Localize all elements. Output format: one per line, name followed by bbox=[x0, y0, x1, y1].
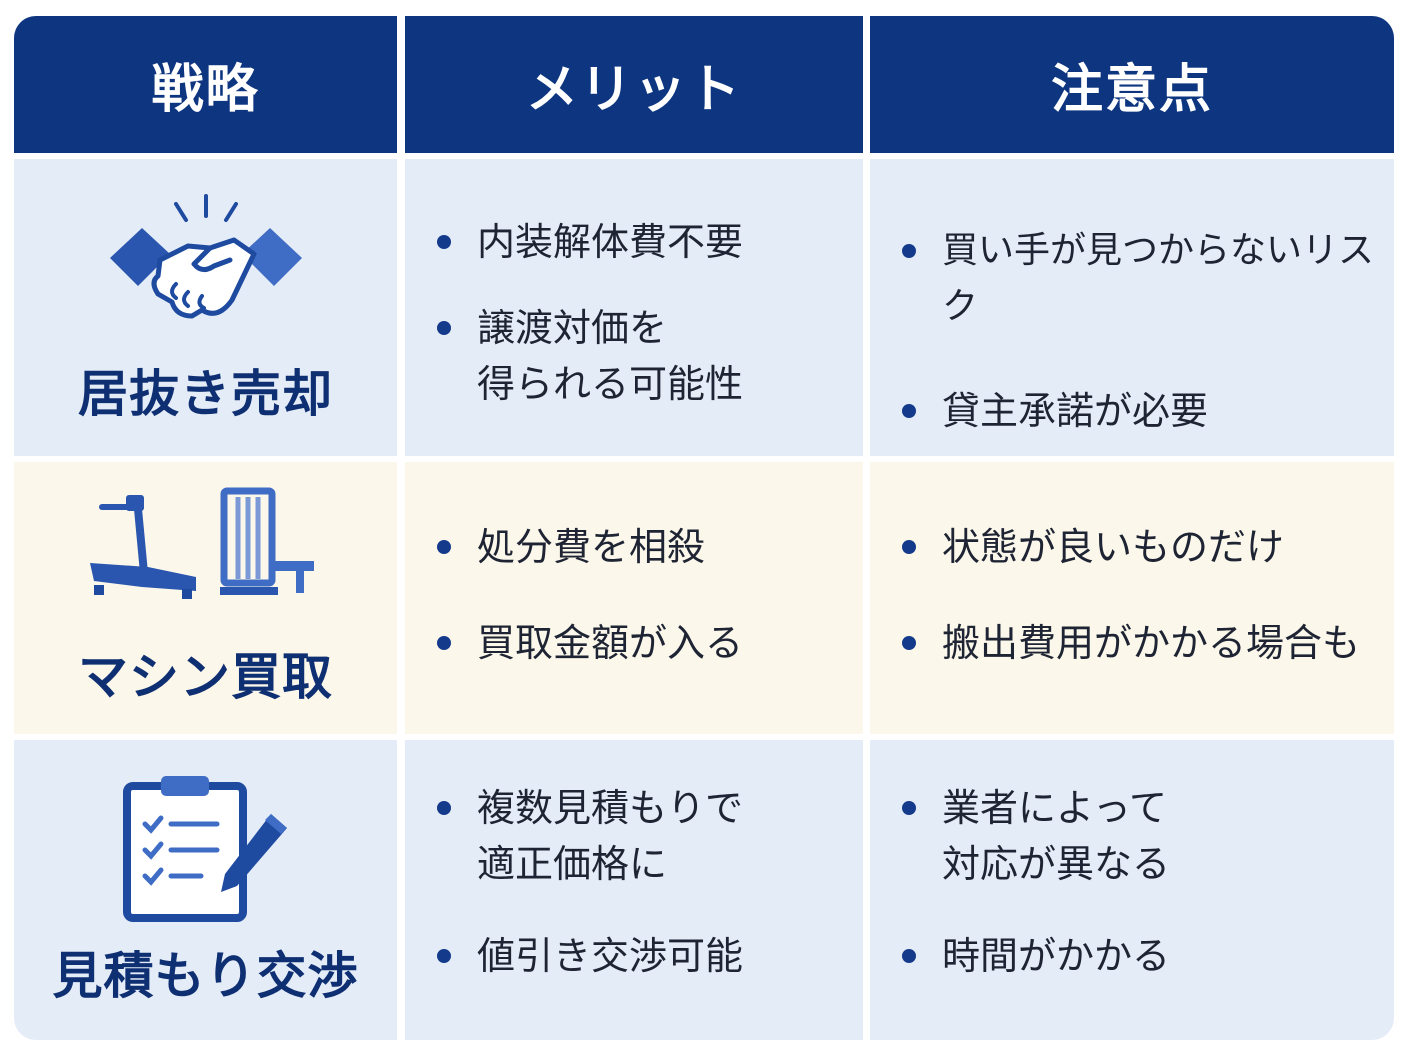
list-item: 買い手が見つからないリスク bbox=[900, 223, 1394, 335]
strategy-name: マシン買取 bbox=[78, 648, 333, 706]
caution-list: 業者によって 対応が異なる 時間がかかる bbox=[900, 780, 1394, 984]
row-3-merit-cell: 複数見積もりで 適正価格に 値引き交渉可能 bbox=[405, 740, 863, 1040]
gym-machine-icon bbox=[89, 487, 314, 599]
comparison-table: 戦略 メリット 注意点 居抜き売却 内装解体費不要 譲渡対価を 得られる可能性 … bbox=[14, 16, 1394, 1040]
caution-list: 状態が良いものだけ 搬出費用がかかる場合も bbox=[900, 519, 1394, 671]
row-2-caution-cell: 状態が良いものだけ 搬出費用がかかる場合も bbox=[870, 462, 1394, 734]
list-item: 複数見積もりで 適正価格に bbox=[435, 780, 857, 892]
list-item: 値引き交渉可能 bbox=[435, 928, 857, 984]
clipboard-pen-icon bbox=[122, 776, 287, 922]
list-item: 業者によって 対応が異なる bbox=[900, 780, 1394, 892]
row-2-merit-cell: 処分費を相殺 買取金額が入る bbox=[405, 462, 863, 734]
list-item: 譲渡対価を 得られる可能性 bbox=[435, 300, 857, 412]
list-item: 内装解体費不要 bbox=[435, 214, 857, 270]
list-item: 状態が良いものだけ bbox=[900, 519, 1394, 575]
strategy-name: 見積もり交渉 bbox=[52, 947, 359, 1005]
row-1-strategy-cell: 居抜き売却 bbox=[14, 159, 397, 456]
list-item: 貸主承諾が必要 bbox=[900, 383, 1394, 439]
row-3-strategy-cell: 見積もり交渉 bbox=[14, 740, 397, 1040]
row-1-merit-cell: 内装解体費不要 譲渡対価を 得られる可能性 bbox=[405, 159, 863, 456]
header-merit-label: メリット bbox=[525, 60, 742, 120]
merit-list: 処分費を相殺 買取金額が入る bbox=[435, 519, 857, 671]
list-item: 時間がかかる bbox=[900, 928, 1394, 984]
handshake-icon bbox=[109, 193, 302, 318]
merit-list: 複数見積もりで 適正価格に 値引き交渉可能 bbox=[435, 780, 857, 984]
row-2-strategy-cell: マシン買取 bbox=[14, 462, 397, 734]
list-item: 買取金額が入る bbox=[435, 615, 857, 671]
header-caution-label: 注意点 bbox=[1050, 60, 1213, 120]
list-item: 処分費を相殺 bbox=[435, 519, 857, 575]
header-strategy: 戦略 bbox=[14, 16, 397, 153]
list-item: 搬出費用がかかる場合も bbox=[900, 615, 1394, 671]
caution-list: 買い手が見つからないリスク 貸主承諾が必要 bbox=[900, 223, 1394, 439]
merit-list: 内装解体費不要 譲渡対価を 得られる可能性 bbox=[435, 214, 857, 412]
header-merit: メリット bbox=[405, 16, 863, 153]
header-caution: 注意点 bbox=[870, 16, 1394, 153]
strategy-name: 居抜き売却 bbox=[78, 364, 333, 423]
row-3-caution-cell: 業者によって 対応が異なる 時間がかかる bbox=[870, 740, 1394, 1040]
row-1-caution-cell: 買い手が見つからないリスク 貸主承諾が必要 bbox=[870, 159, 1394, 456]
header-strategy-label: 戦略 bbox=[151, 60, 260, 120]
